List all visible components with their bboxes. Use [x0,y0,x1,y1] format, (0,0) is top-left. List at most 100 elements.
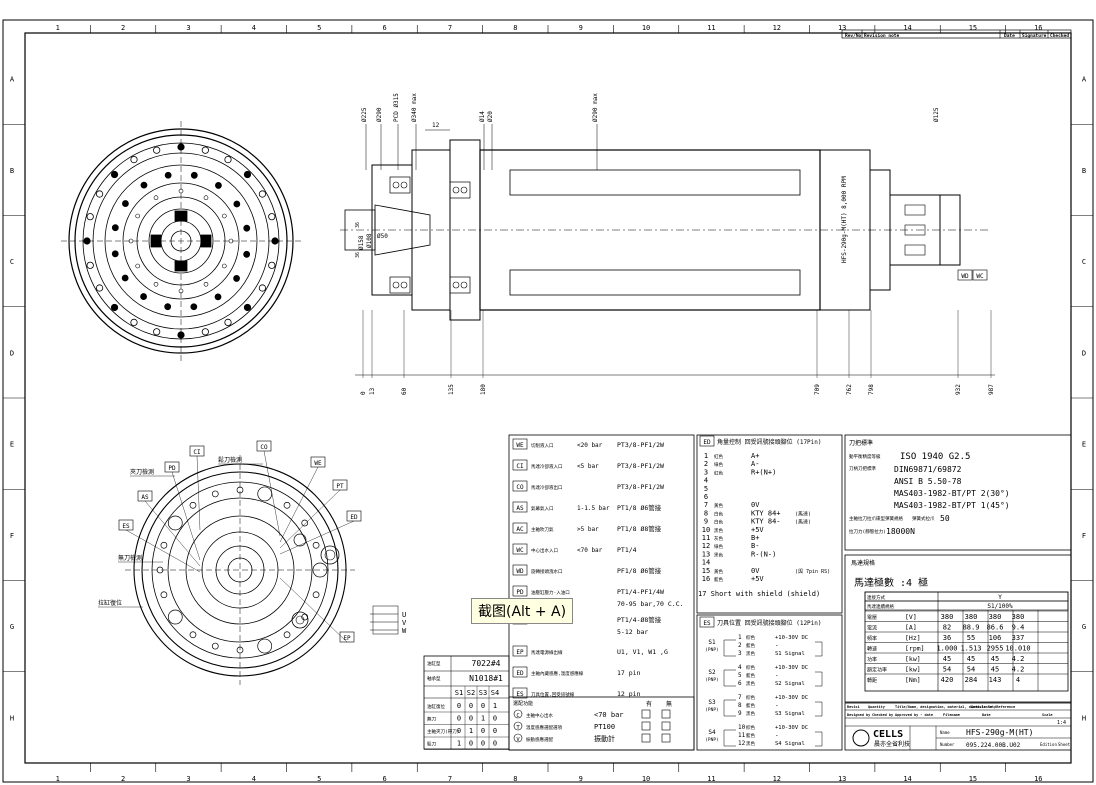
func-code: V [516,737,520,743]
port-pressure: <20 bar [577,442,603,449]
sensor-name: S4 [708,729,716,736]
motor-value: 9.4 [1012,624,1025,632]
port-spec: PT1/8 Ø8管接 [617,524,662,533]
tb-row: Approved by - date [895,713,933,717]
dimension-label: Ø290 max [592,93,599,122]
tool-label: 彈簧式拉爪 [912,515,935,522]
port-spec: PF1/8 Ø6管接 [617,566,662,575]
port-spec: PT1/4-PF1/4W [617,588,664,596]
tb-scale: 1:4 [1057,720,1066,726]
tb-row: Designed by [847,713,871,717]
pin-signal: KTY 84+ [751,509,781,517]
callout-label: 無刀檢測 [118,554,142,562]
row-label: A [10,76,15,84]
dimension-label: 180 [480,384,487,395]
port-spec: PT1/8 Ø6管接 [617,503,662,512]
sensor-name: S3 [708,699,716,706]
port-code: PD [516,589,524,596]
port-pressure: 1-1.5 bar [577,505,610,512]
func-yes: 有 [646,700,652,708]
pin-color: 黃色 [714,502,723,509]
motor-value: 86.6 [987,624,1004,632]
column-label: 7 [448,24,452,32]
column-label: 16 [1034,24,1042,32]
pin-number: 7 [738,694,742,701]
motor-row-label: 轉速 [867,646,877,653]
port-code: WC [516,547,524,554]
dimension-label: Ø340 max [411,93,418,122]
pin-color: 綠色 [714,543,723,550]
port-code: WD [516,568,524,575]
column-label: 5 [317,775,321,783]
sensor-bit: 0 [481,740,485,748]
column-label: 14 [903,24,911,32]
port-name: 主軸內藏感應,溫度感應線 [531,670,584,677]
port-name: 油壓缸壓力-入油口 [531,589,570,596]
row-label: D [1082,349,1086,357]
pin-color: 紅色 [714,453,723,460]
column-label: 13 [838,24,846,32]
motor-value: 1.513 [960,645,981,653]
motor-poles: 馬達極數 :4 極 [854,576,928,589]
dimension-label: 36 [355,222,361,228]
row-label: H [1082,714,1086,722]
func-spec: 振動計 [594,734,615,743]
sensor-type: (PNP) [705,737,719,743]
sensor-bit: 1 [457,740,461,748]
dimension-label: 798 [868,384,875,395]
tb-header: Quantity [868,705,886,709]
port-spec: 12 pin [617,690,641,698]
row-label: B [10,167,14,175]
column-label: 14 [903,775,911,783]
sensor-bit: 0 [469,702,473,710]
column-label: 10 [642,24,650,32]
pin-number: 11 [702,534,710,542]
pin-number: 4 [704,477,708,485]
motor-value: 10.010 [1005,645,1030,653]
column-label: 4 [252,24,256,32]
port-code: EP [516,649,524,656]
motor-value: 4.2 [1012,655,1025,663]
sensor-bit: 0 [481,702,485,710]
motor-value: 380 [941,613,954,621]
sensor-signal: S1 Signal [775,651,805,657]
motor-title: 馬達規格 [851,559,875,567]
pin-signal: 0V [751,567,760,575]
tool-value: DIN69871/69872 [894,465,962,474]
ed-code: ED [703,439,711,446]
tb-name-label: Name [940,730,950,735]
pin-number: 8 [738,702,742,709]
dimension-label: 762 [846,384,853,395]
pin-number: 6 [704,493,708,501]
column-label: 8 [513,775,517,783]
callout-label: 鬆刀檢測 [218,456,242,464]
port-spec: PT3/8-PF1/2W [617,441,664,449]
pin-number: 5 [704,485,708,493]
tb-header: Article No./Reference [971,705,1015,709]
port-spec: 17 pin [617,669,641,677]
column-label: 7 [448,775,452,783]
motor-unit: [Hz] [905,634,921,642]
pin-signal: A- [751,460,759,468]
port-code: CI [516,463,524,470]
func-name: 溫度感應選配選項 [526,724,562,731]
sensor-type: (PNP) [705,677,719,683]
pin-number: 12 [702,542,710,550]
dimension-label: 987 [988,384,995,395]
motor-value: 88.9 [963,624,980,632]
motor-row-label: 電壓 [867,615,877,621]
motor-value: 45 [991,666,999,674]
sensor-head: S4 [491,689,499,697]
tb-brand-cn: 晨亦全省利技 [874,740,910,748]
port-pressure: >5 bar [577,526,599,533]
pin-color: 白色 [714,510,723,517]
row-label: F [1082,532,1086,540]
pin-signal: +5V [751,526,764,534]
tb-row: Date [982,713,990,717]
callout-pt: PT [336,483,344,490]
func-code: C [516,713,519,719]
port-spec: 5-12 bar [617,628,648,636]
func-name: 振動感應選配 [526,736,553,743]
pin-number: 4 [738,664,742,671]
tool-value: ANSI B 5.50-78 [894,477,962,486]
